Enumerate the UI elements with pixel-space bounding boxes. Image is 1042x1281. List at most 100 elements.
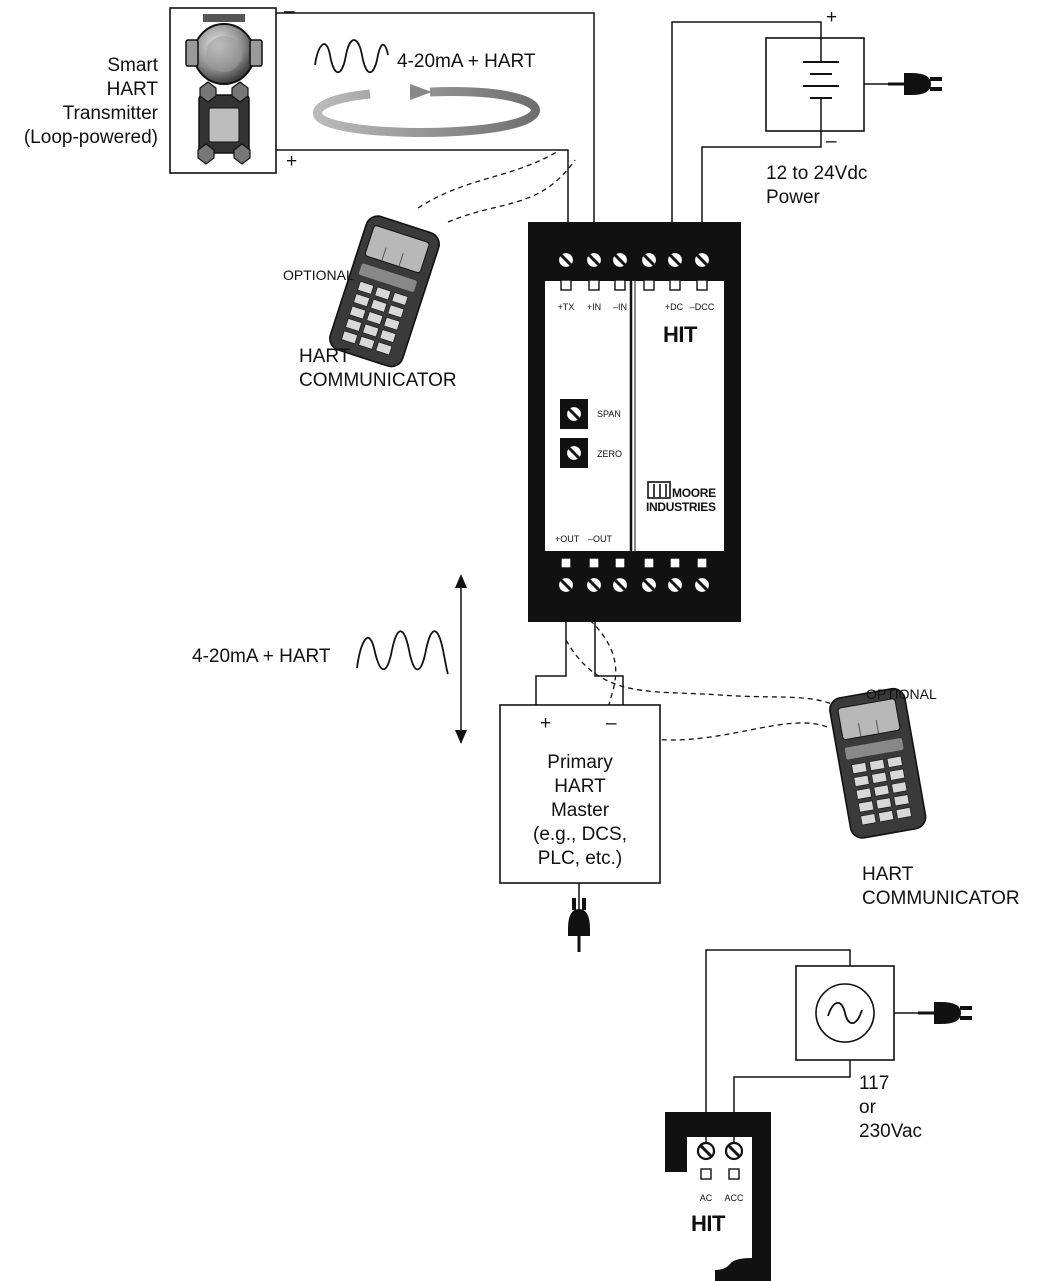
terminal-screw-in-plus bbox=[584, 250, 604, 270]
terminal-window bbox=[588, 557, 600, 569]
communicator-right-label-line2: COMMUNICATOR bbox=[862, 888, 1020, 909]
optional-label-left: OPTIONAL bbox=[283, 267, 354, 283]
double-arrow bbox=[455, 574, 467, 744]
transmitter-device bbox=[169, 7, 277, 174]
brand-label-line2: INDUSTRIES bbox=[646, 500, 716, 514]
terminal-label-out-plus: +OUT bbox=[555, 534, 580, 544]
ac-power-label-line3: 230Vac bbox=[859, 1121, 923, 1142]
wire-out-minus bbox=[594, 600, 624, 705]
terminal-screw-dc-minus bbox=[692, 250, 712, 270]
master-label-line5: PLC, etc.) bbox=[537, 848, 623, 869]
communicator-left-label-line1: HART bbox=[299, 346, 351, 367]
wire-dc-minus bbox=[701, 131, 822, 252]
transmitter-minus-sign: – bbox=[284, 1, 295, 22]
zero-label: ZERO bbox=[597, 449, 623, 459]
return-arrow bbox=[313, 84, 540, 137]
terminal-label-in-plus: +IN bbox=[586, 302, 602, 312]
transmitter-plus-sign: + bbox=[286, 151, 298, 172]
ac-power-label-line2: or bbox=[859, 1097, 876, 1118]
terminal-window bbox=[614, 279, 626, 291]
terminal-screw bbox=[639, 575, 659, 595]
terminal-label-dc-plus: +DC bbox=[664, 302, 684, 312]
wire-out-plus bbox=[535, 600, 567, 705]
moore-industries-logo-icon bbox=[647, 481, 671, 499]
hit-model-label: HIT bbox=[663, 322, 697, 347]
ac-hit-module bbox=[665, 1112, 771, 1281]
master-label-line2: HART bbox=[554, 776, 606, 797]
zero-screw-icon bbox=[564, 443, 584, 463]
wire-dc-plus bbox=[671, 21, 822, 252]
terminal-label-tx: +TX bbox=[557, 302, 575, 312]
terminal-window bbox=[669, 279, 681, 291]
signal-wave-bottom bbox=[356, 630, 449, 675]
terminal-window bbox=[614, 557, 626, 569]
hart-communicator-right-icon bbox=[829, 687, 927, 839]
dc-power-label-line2: Power bbox=[766, 187, 820, 208]
dc-minus-sign: – bbox=[826, 131, 837, 152]
dc-plug-icon bbox=[888, 73, 942, 95]
terminal-screw-ac bbox=[696, 1141, 716, 1161]
dashed-wire-right-3 bbox=[589, 619, 617, 719]
terminal-screw-dc-plus bbox=[665, 250, 685, 270]
transmitter-label-line4: (Loop-powered) bbox=[23, 127, 158, 148]
dc-plus-sign: + bbox=[826, 7, 838, 28]
dashed-wire-left-1 bbox=[417, 149, 561, 209]
terminal-screw bbox=[610, 575, 630, 595]
terminal-window bbox=[669, 557, 681, 569]
wire-ac bbox=[705, 949, 851, 1143]
communicator-left-label-line2: COMMUNICATOR bbox=[299, 370, 457, 391]
terminal-screw bbox=[665, 575, 685, 595]
communicator-right-label-line1: HART bbox=[862, 864, 914, 885]
ac-power-label-line1: 117 bbox=[859, 1073, 890, 1094]
terminal-screw-out-plus bbox=[556, 575, 576, 595]
hart-communicator-left-icon bbox=[329, 215, 440, 368]
terminal-screw-out-minus bbox=[584, 575, 604, 595]
master-label-line3: Master bbox=[550, 800, 610, 821]
terminal-window bbox=[643, 557, 655, 569]
terminal-label-dc-minus: –DCC bbox=[689, 302, 715, 312]
terminal-window bbox=[643, 279, 655, 291]
master-plus-sign: + bbox=[540, 713, 552, 734]
terminal-window bbox=[560, 279, 572, 291]
span-screw-icon bbox=[564, 404, 584, 424]
master-label-line1: Primary bbox=[547, 752, 613, 773]
hit-module bbox=[528, 222, 741, 622]
terminal-screw-acc bbox=[724, 1141, 744, 1161]
terminal-screw-in-minus bbox=[610, 250, 630, 270]
terminal-label-in-minus: –IN bbox=[612, 302, 627, 312]
terminal-screw bbox=[692, 575, 712, 595]
signal-label-bottom: 4-20mA + HART bbox=[192, 646, 331, 667]
terminal-window bbox=[728, 1168, 740, 1180]
signal-wave-top bbox=[314, 39, 389, 74]
terminal-window bbox=[700, 1168, 712, 1180]
terminal-window bbox=[588, 279, 600, 291]
terminal-screw-spare bbox=[639, 250, 659, 270]
dashed-wire-right-1 bbox=[565, 639, 859, 719]
wiring bbox=[276, 12, 851, 1143]
wire-acc bbox=[733, 1060, 851, 1143]
ac-hit-model-label: HIT bbox=[691, 1211, 725, 1236]
terminal-label-ac: AC bbox=[699, 1193, 713, 1203]
terminal-window bbox=[696, 557, 708, 569]
transmitter-label-line1: Smart bbox=[107, 55, 158, 76]
terminal-label-acc: ACC bbox=[724, 1193, 744, 1203]
dc-power-label-line1: 12 to 24Vdc bbox=[766, 163, 868, 184]
terminal-screw-tx bbox=[556, 250, 576, 270]
dashed-wire-left-2 bbox=[447, 159, 576, 223]
terminal-window bbox=[560, 557, 572, 569]
ac-power-supply bbox=[795, 965, 972, 1061]
signal-label-top: 4-20mA + HART bbox=[397, 51, 536, 72]
transmitter-label-line3: Transmitter bbox=[62, 103, 158, 124]
hart-master-box bbox=[499, 704, 661, 952]
terminal-label-out-minus: –OUT bbox=[588, 534, 613, 544]
span-label: SPAN bbox=[597, 409, 621, 419]
optional-label-right: OPTIONAL bbox=[866, 686, 937, 702]
brand-label-line1: MOORE bbox=[672, 486, 716, 500]
dc-power-supply bbox=[765, 37, 942, 132]
wire-transmitter-plus bbox=[276, 149, 569, 252]
terminal-window bbox=[696, 279, 708, 291]
transmitter-label-line2: HART bbox=[106, 79, 158, 100]
ac-plug-icon bbox=[918, 1002, 972, 1024]
wire-transmitter-minus bbox=[276, 12, 595, 252]
